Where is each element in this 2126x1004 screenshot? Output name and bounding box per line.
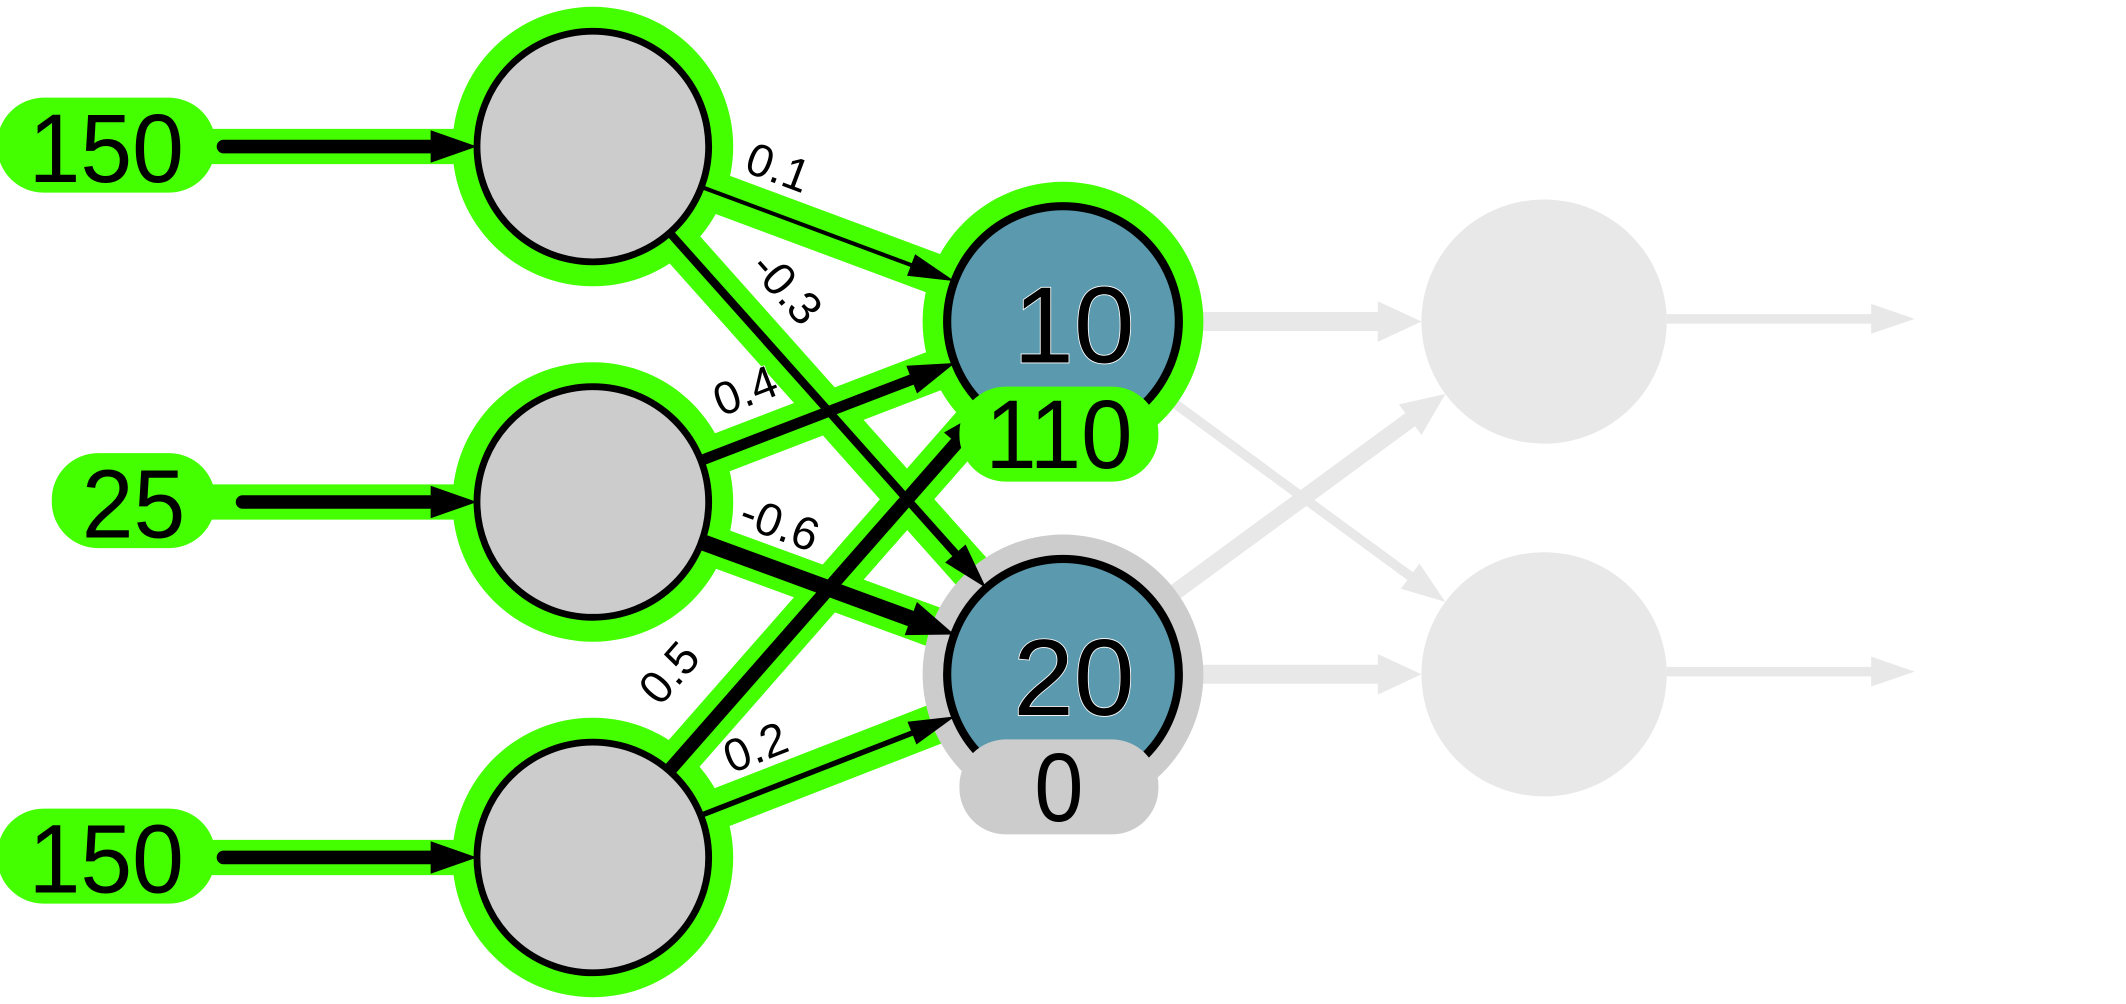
arrowhead-icon xyxy=(906,363,955,394)
faded-arrowhead-icon xyxy=(1377,653,1422,695)
faded-layer xyxy=(1151,199,1915,797)
input-arrowhead-icon xyxy=(430,130,477,163)
input-node-3 xyxy=(473,738,713,977)
faded-edge-h2-o1 xyxy=(1151,411,1418,613)
hidden-node-bias: 20 xyxy=(1013,618,1134,739)
input-node-1 xyxy=(473,27,713,266)
input-value-3: 150 xyxy=(29,804,184,914)
output-arrowhead-icon xyxy=(1871,303,1915,334)
arrowhead-icon xyxy=(945,544,987,589)
hidden-output-badge xyxy=(959,739,1159,835)
input-arrowhead-icon xyxy=(430,841,477,874)
weight-edge-in2-h1 xyxy=(698,371,922,466)
weight-edge-in2-h2 xyxy=(698,534,922,629)
input-value-1: 150 xyxy=(29,93,184,203)
arrowhead-icon xyxy=(907,716,956,745)
output-node-2 xyxy=(1421,552,1667,797)
input-value-badge xyxy=(0,97,216,193)
weight-label: 0.5 xyxy=(628,631,710,713)
hidden-node-bias: 10 xyxy=(1013,265,1134,386)
hidden-output-value: 110 xyxy=(985,379,1132,489)
faded-arrowhead-icon xyxy=(1377,301,1422,342)
edges-layer xyxy=(216,130,987,874)
nodes-layer xyxy=(473,27,1183,977)
input-value-2: 25 xyxy=(82,448,186,558)
faded-arrowhead-icon xyxy=(1398,393,1446,436)
faded-edge-h1-o2 xyxy=(1153,386,1416,582)
weight-edge-in1-h2 xyxy=(666,230,964,563)
arrowhead-icon xyxy=(907,254,955,282)
input-value-badge xyxy=(51,453,216,549)
input-value-badge xyxy=(0,808,216,904)
hidden-output-value: 0 xyxy=(1034,732,1083,842)
output-node-1 xyxy=(1421,199,1667,444)
arrowhead-icon xyxy=(904,601,955,636)
hidden-output-badge xyxy=(959,386,1159,482)
input-arrowhead-icon xyxy=(430,485,477,519)
input-node-2 xyxy=(473,383,713,621)
weight-edge-in3-h2 xyxy=(699,727,921,818)
weight-edge-in3-h1 xyxy=(663,432,967,776)
faded-arrowhead-icon xyxy=(1400,563,1446,602)
output-arrowhead-icon xyxy=(1871,656,1915,687)
weight-edge-in1-h1 xyxy=(700,185,920,270)
